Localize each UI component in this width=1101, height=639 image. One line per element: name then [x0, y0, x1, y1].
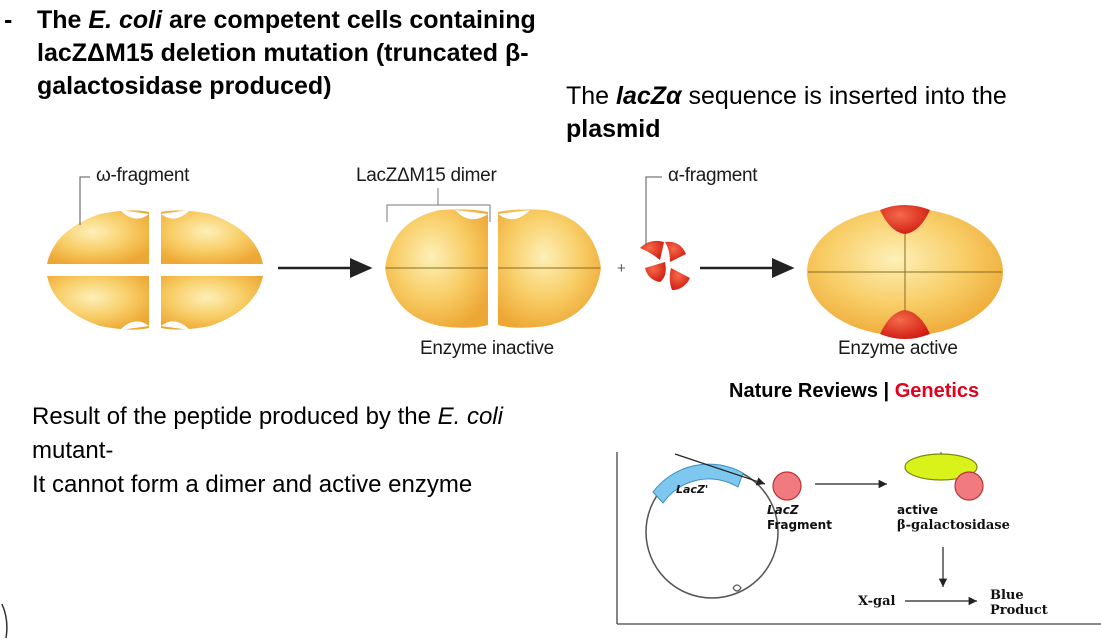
dimer-label: LacZΔM15 dimer [356, 165, 497, 186]
omega-fragment-label: ω-fragment [96, 165, 190, 186]
active-enzyme-pink-subunit [954, 471, 984, 501]
alpha-fragment-label: α-fragment [668, 165, 758, 186]
blue-product-label: Blue Product [990, 588, 1048, 618]
omega-fragment-tetramer [47, 210, 263, 330]
alpha-complementation-figure: + [47, 176, 1003, 339]
omega-leader-line [79, 176, 90, 225]
arrow-gene-to-fragment [674, 453, 766, 486]
alpha-leader-line [645, 176, 662, 245]
result-line-2: mutant- [32, 437, 114, 464]
result-line-3: It cannot form a dimer and active enzyme [32, 471, 473, 498]
lacz-fragment-circle [772, 471, 802, 501]
omega-quarter-bottom-left [47, 276, 149, 330]
lacz-prime-gene [652, 463, 744, 504]
dimer-right-half [498, 209, 601, 328]
active-enzyme [807, 205, 1003, 339]
figure-credit: Nature Reviews | Genetics [729, 380, 980, 402]
bullet-ecoli-competent-text: The E. coli are competent cells containi… [37, 6, 536, 100]
plus-sign: + [617, 260, 626, 277]
omega-quarter-top-left [47, 210, 149, 264]
enzyme-active-label: Enzyme active [838, 338, 958, 359]
xgal-label: X-gal [858, 594, 896, 609]
alpha-fragments [640, 240, 690, 290]
omega-quarter-bottom-right [161, 276, 263, 330]
dimer-left-half [385, 209, 488, 328]
omega-quarter-top-right [161, 210, 263, 264]
alpha-fragment-bottom [880, 310, 930, 339]
blue-white-screening-diagram [616, 452, 1101, 625]
result-line-1: Result of the peptide produced by the E.… [32, 403, 503, 430]
alpha-fragment-top [880, 205, 930, 234]
plasmid-origin-mark [732, 584, 742, 592]
enzyme-inactive-label: Enzyme inactive [420, 338, 554, 359]
active-beta-gal-label: active β-galactosidase [897, 503, 1010, 533]
plasmid-note-text: The lacZα sequence is inserted into the … [566, 82, 1007, 143]
lacz-dimer [385, 209, 601, 328]
edge-mark [1, 603, 8, 639]
lacz-prime-label: LacZ' [676, 483, 709, 496]
result-text: Result of the peptide produced by the E.… [32, 400, 612, 502]
bullet-dash: - [4, 6, 13, 34]
lacz-fragment-label: LacZ Fragment [767, 503, 832, 532]
